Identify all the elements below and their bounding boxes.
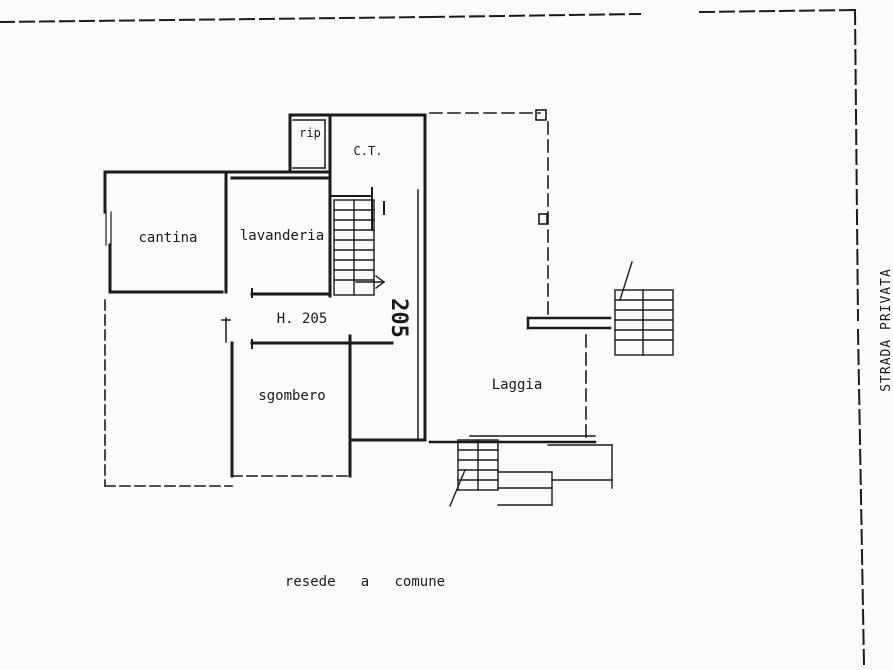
corridor bbox=[221, 288, 394, 349]
external-stair-south bbox=[449, 439, 613, 507]
cantina-label: cantina bbox=[138, 230, 197, 246]
resede-label: resede a comune bbox=[285, 574, 445, 590]
strada-label: STRADA PRIVATA bbox=[879, 268, 893, 392]
basement-outline bbox=[104, 299, 351, 487]
dimension-label: 205 bbox=[386, 298, 411, 338]
rip-label: rip bbox=[299, 126, 321, 140]
loggia-label: Laggia bbox=[492, 377, 543, 393]
ct-label: C.T. bbox=[354, 144, 383, 158]
sgombero-label: sgombero bbox=[258, 388, 325, 404]
loggia bbox=[428, 109, 612, 444]
property-boundary bbox=[0, 8, 866, 667]
cantina-room bbox=[103, 170, 332, 294]
lavanderia-label: lavanderia bbox=[240, 228, 324, 244]
external-stair-east bbox=[614, 261, 674, 356]
technical-rooms bbox=[288, 113, 427, 442]
sgombero-room bbox=[230, 334, 427, 478]
lavanderia-room bbox=[230, 170, 332, 298]
internal-staircase bbox=[333, 187, 386, 296]
height-label: H. 205 bbox=[277, 311, 328, 327]
